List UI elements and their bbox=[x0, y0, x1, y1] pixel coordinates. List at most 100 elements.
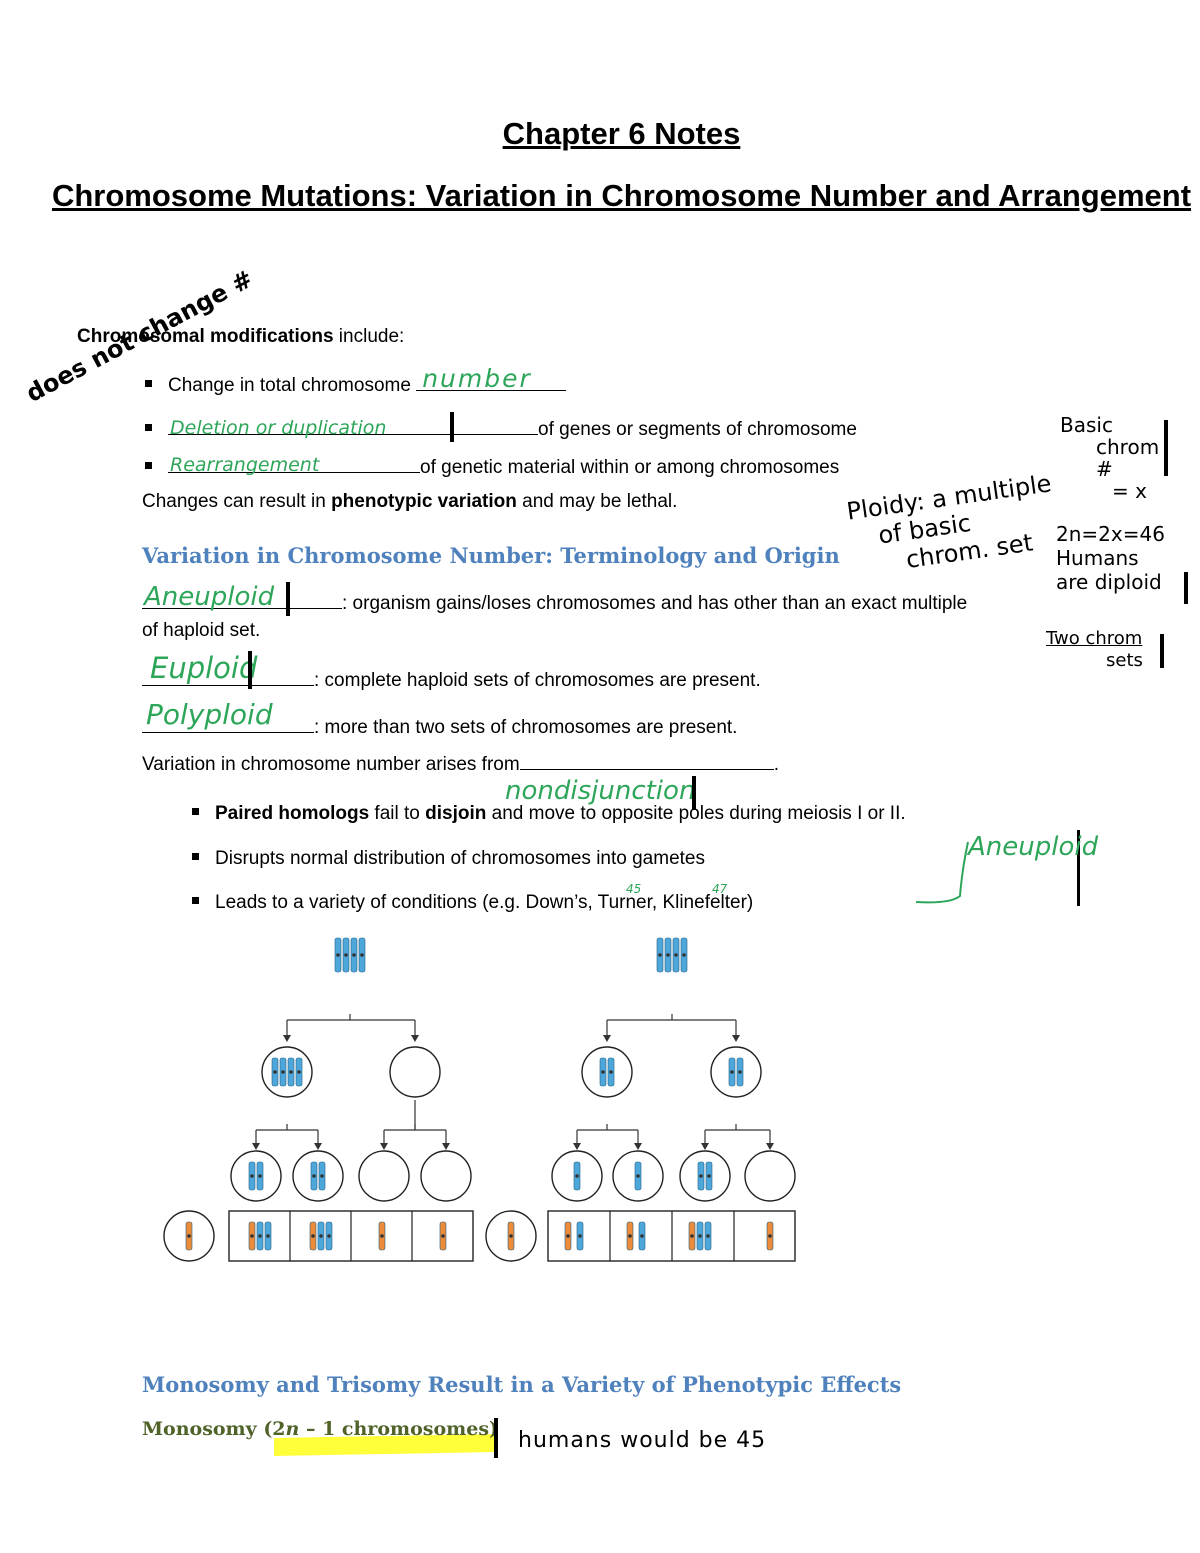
bullet-paired-homologs: Paired homologs fail to disjoin and move… bbox=[192, 803, 906, 825]
cursor-mark bbox=[450, 412, 454, 442]
section-heading-variation: Variation in Chromosome Number: Terminol… bbox=[142, 543, 840, 568]
definition-text: : more than two sets of chromosomes are … bbox=[314, 717, 738, 738]
centromere bbox=[380, 1234, 384, 1238]
centromere bbox=[578, 1234, 582, 1238]
centromere bbox=[312, 1174, 316, 1178]
note-line: Two chrom bbox=[1046, 628, 1143, 649]
centromere bbox=[281, 1070, 285, 1074]
centromere bbox=[266, 1234, 270, 1238]
monosomy-pre: Monosomy (2 bbox=[142, 1418, 286, 1440]
margin-note-two: Two chrom sets bbox=[1046, 628, 1143, 672]
centromere bbox=[187, 1234, 191, 1238]
note-line: 2n=2x=46 bbox=[1056, 522, 1165, 546]
arrow-head bbox=[442, 1143, 450, 1150]
arrow-head bbox=[573, 1143, 581, 1150]
centromere bbox=[258, 1234, 262, 1238]
centromere bbox=[690, 1234, 694, 1238]
cell-circle bbox=[230, 1150, 282, 1202]
cell-circle bbox=[358, 1150, 410, 1202]
intro-rest: include: bbox=[333, 326, 405, 347]
centromere bbox=[297, 1070, 301, 1074]
bullet-marker bbox=[145, 462, 152, 470]
bullet-text-rest: and move to opposite poles during meiosi… bbox=[486, 803, 906, 824]
note-line: chrom # bbox=[1096, 435, 1160, 481]
handwritten-answer: Polyploid bbox=[146, 698, 273, 731]
cursor-mark bbox=[1184, 572, 1188, 604]
centromere bbox=[352, 953, 356, 957]
cell-circle bbox=[420, 1150, 472, 1202]
centromere bbox=[738, 1070, 742, 1074]
handwritten-aneuploid-bracket: Aneuploid bbox=[968, 832, 1099, 862]
bullet-text: of genetic material within or among chro… bbox=[420, 457, 840, 478]
monosomy-heading: Monosomy (2n – 1 chromosomes) bbox=[142, 1418, 498, 1440]
section-heading-monosomy-trisomy: Monosomy and Trisomy Result in a Variety… bbox=[142, 1372, 902, 1397]
note-line: sets bbox=[1106, 650, 1143, 671]
bullet-marker bbox=[145, 380, 152, 388]
centromere bbox=[699, 1174, 703, 1178]
cursor-mark bbox=[248, 651, 252, 689]
arrow-head bbox=[603, 1035, 611, 1042]
centromere bbox=[250, 1234, 254, 1238]
intro-bold: Chromosomal modifications bbox=[77, 326, 334, 347]
bullet-marker bbox=[192, 853, 199, 861]
centromere bbox=[628, 1234, 632, 1238]
changes-pre: Changes can result in bbox=[142, 491, 332, 512]
aneuploid-bracket bbox=[915, 830, 1080, 906]
centromere bbox=[311, 1234, 315, 1238]
variation-post: . bbox=[773, 754, 779, 775]
variation-line: Variation in chromosome number arises fr… bbox=[142, 751, 779, 776]
cursor-mark bbox=[1077, 830, 1080, 906]
centromere bbox=[640, 1234, 644, 1238]
bullet-text: fail to bbox=[369, 803, 426, 824]
variation-pre: Variation in chromosome number arises fr… bbox=[142, 754, 520, 775]
changes-post: and may be lethal. bbox=[516, 491, 678, 512]
arrow-head bbox=[411, 1035, 419, 1042]
centromere bbox=[768, 1234, 772, 1238]
cursor-mark bbox=[286, 582, 290, 616]
arrow-head bbox=[701, 1143, 709, 1150]
cell-circle bbox=[744, 1150, 796, 1202]
monosomy-post: – 1 chromosomes) bbox=[299, 1418, 499, 1440]
handwritten-monosomy-note: humans would be 45 bbox=[518, 1428, 767, 1453]
margin-note-basic: Basic chrom # = x bbox=[1060, 414, 1180, 502]
centromere bbox=[575, 1174, 579, 1178]
bullet-marker bbox=[192, 808, 199, 816]
centromere bbox=[327, 1234, 331, 1238]
answer-blank: Aneuploid bbox=[142, 582, 342, 616]
arrow-head bbox=[732, 1035, 740, 1042]
cell-circle bbox=[679, 1150, 731, 1202]
handwritten-answer: Euploid bbox=[150, 651, 258, 685]
answer-blank: Rearrangement bbox=[168, 454, 420, 476]
monosomy-italic: n bbox=[285, 1418, 300, 1440]
bullet-text: Change in total chromosome bbox=[168, 375, 411, 396]
definition-aneuploid-cont: of haploid set. bbox=[142, 620, 261, 641]
cell-circle bbox=[710, 1046, 762, 1098]
centromere bbox=[609, 1070, 613, 1074]
answer-blank bbox=[519, 751, 774, 770]
arrow-head bbox=[766, 1143, 774, 1150]
centromere bbox=[566, 1234, 570, 1238]
count-45: 45 bbox=[626, 882, 642, 896]
note-line: are diploid bbox=[1056, 570, 1162, 594]
note-line: Basic bbox=[1060, 413, 1113, 437]
bullet-text: of genes or segments of chromosome bbox=[538, 419, 857, 440]
arrow-head bbox=[314, 1143, 322, 1150]
handwritten-answer: Rearrangement bbox=[170, 454, 320, 476]
bullet-marker bbox=[192, 897, 199, 905]
bullet-rearrangement: Rearrangement of genetic material within … bbox=[145, 454, 839, 479]
bullet-disrupts: Disrupts normal distribution of chromoso… bbox=[192, 848, 705, 870]
centromere bbox=[289, 1070, 293, 1074]
centromere bbox=[698, 1234, 702, 1238]
margin-note-ploidy: Ploidy: a multiple of basic chrom. set bbox=[845, 469, 1061, 581]
intro-line: Chromosomal modifications include: bbox=[77, 326, 404, 348]
handwritten-answer: Aneuploid bbox=[144, 582, 275, 612]
centromere bbox=[319, 1234, 323, 1238]
answer-blank: number bbox=[416, 364, 567, 393]
centromere bbox=[273, 1070, 277, 1074]
centromere bbox=[360, 953, 364, 957]
note-line: Humans bbox=[1056, 546, 1139, 570]
arrow-head bbox=[252, 1143, 260, 1150]
centromere bbox=[601, 1070, 605, 1074]
page-title: Chapter 6 Notes bbox=[502, 116, 741, 151]
bracket-line bbox=[915, 841, 969, 904]
